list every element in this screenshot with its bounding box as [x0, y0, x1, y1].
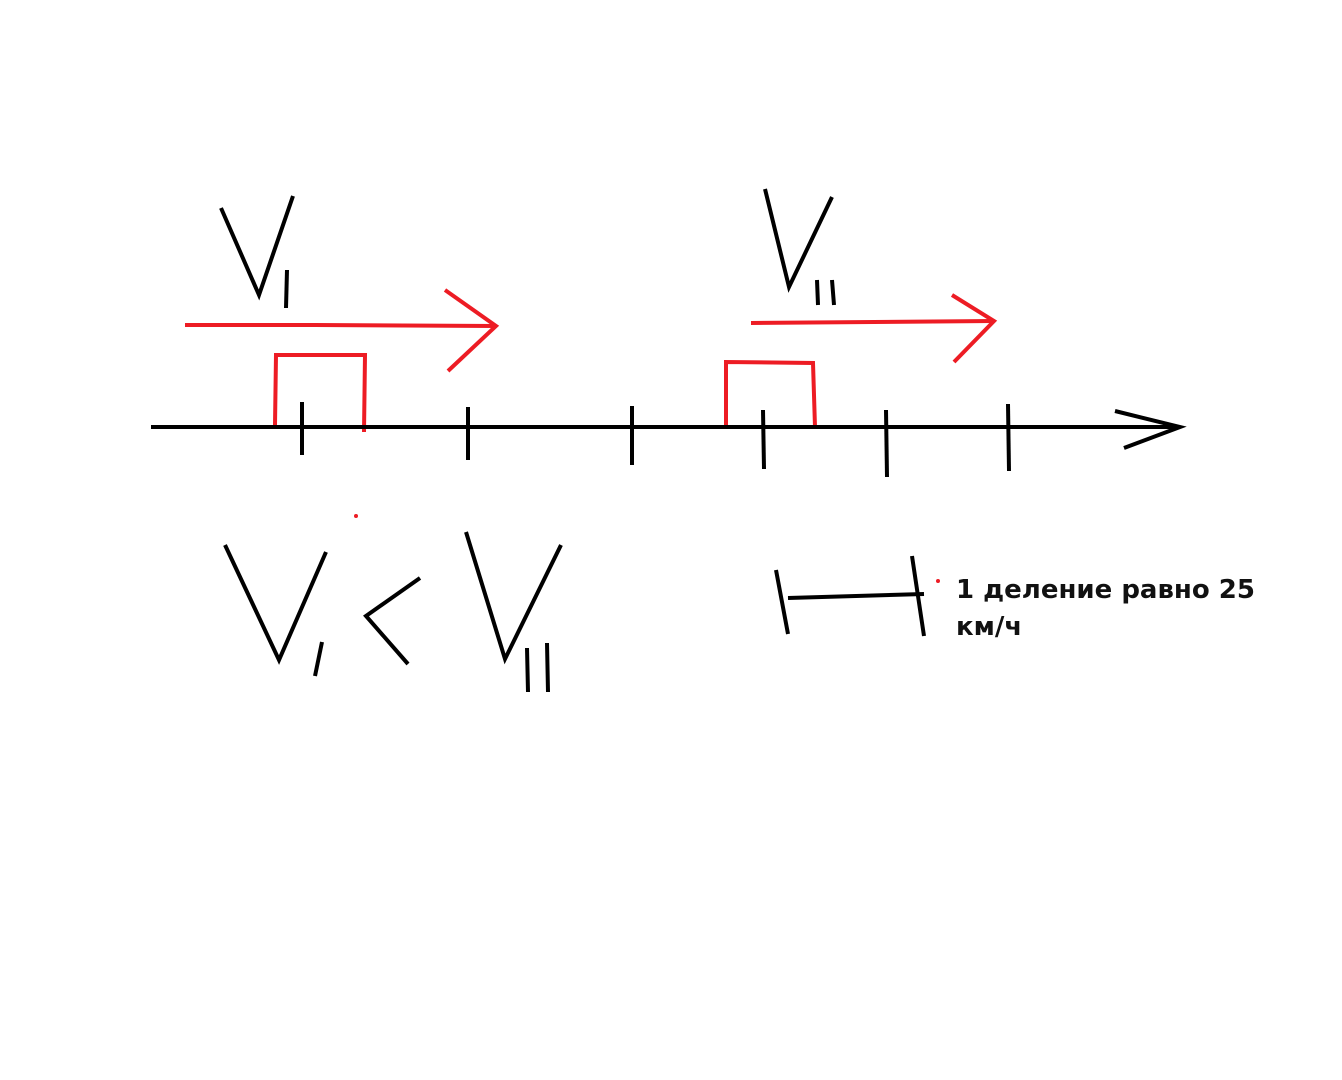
stray-dot: [354, 514, 358, 518]
scale-bar: [774, 555, 926, 637]
axis-tick: [761, 409, 766, 470]
v2-velocity-arrow: [750, 293, 998, 364]
car-2-marker: [724, 359, 817, 428]
v2-label: [763, 188, 836, 306]
stray-dot: [936, 579, 940, 583]
axis-arrowhead: [1114, 409, 1187, 450]
v1-velocity-arrow: [185, 288, 500, 373]
less-than-sign: [363, 576, 422, 666]
axis-tick: [1006, 403, 1011, 472]
axis-ticks: [300, 402, 1011, 478]
comparison-v2: [464, 531, 563, 665]
comparison-v1: [223, 544, 328, 665]
number-axis: [151, 409, 1187, 450]
axis-tick: [884, 409, 889, 478]
comparison-expression: [223, 531, 563, 693]
v1-label: [219, 195, 295, 309]
scale-note: 1 деление равно 25 км/ч: [956, 575, 1255, 642]
car-1-marker: [273, 353, 368, 433]
